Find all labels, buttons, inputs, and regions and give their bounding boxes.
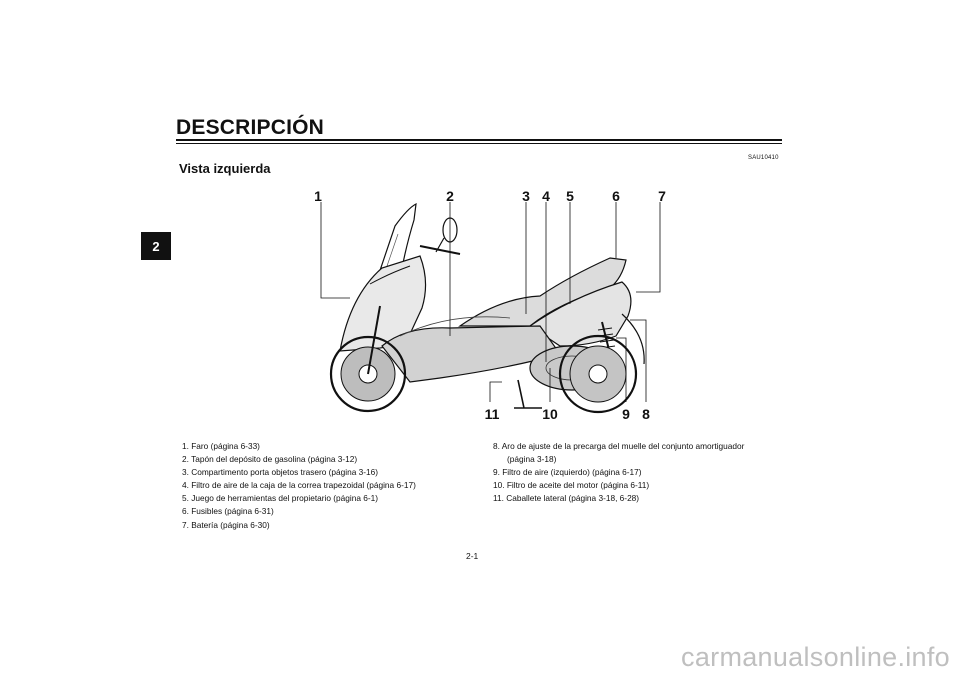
legend-item: 1. Faro (página 6-33): [182, 441, 260, 451]
legend-item: 2. Tapón del depósito de gasolina (págin…: [182, 454, 358, 465]
callout-10: 10: [542, 406, 558, 422]
legend-item: 11. Caballete lateral (página 3-18, 6-28…: [493, 493, 640, 504]
legend-item-continuation: (página 3-18): [507, 454, 557, 465]
title-rule-thin: [176, 143, 782, 144]
doc-code: SAU10410: [748, 155, 779, 161]
title-rule: [176, 139, 782, 141]
callout-3: 3: [522, 188, 530, 204]
legend-item: 5. Juego de herramientas del propietario…: [182, 493, 379, 504]
legend-item: 10. Filtro de aceite del motor (página 6…: [493, 480, 650, 491]
legend-item: 6. Fusibles (página 6-31): [182, 506, 274, 517]
callout-2: 2: [446, 188, 454, 204]
legend-item: 9. Filtro de aire (izquierdo) (página 6-…: [493, 467, 642, 478]
legend-left: 1. Faro (página 6-33) 2. Tapón del depós…: [182, 440, 416, 532]
callout-9: 9: [622, 406, 630, 422]
section-tab[interactable]: 2: [141, 232, 171, 260]
callout-1: 1: [314, 188, 322, 204]
callout-11: 11: [485, 406, 500, 422]
callout-6: 6: [612, 188, 620, 204]
legend-item: 3. Compartimento porta objetos trasero (…: [182, 467, 379, 478]
scooter-diagram: 1 2 3 4 5 6 7 11 10 9 8: [314, 188, 666, 422]
callout-5: 5: [566, 188, 574, 204]
legend-item: 7. Batería (página 6-30): [182, 519, 270, 530]
legend-right: 8. Aro de ajuste de la precarga del muel…: [493, 440, 744, 505]
section-subtitle: Vista izquierda: [179, 161, 271, 176]
callout-4: 4: [542, 188, 550, 204]
watermark[interactable]: carmanualsonline.info: [681, 642, 950, 672]
page-number: 2-1: [466, 551, 479, 561]
legend-item: 8. Aro de ajuste de la precarga del muel…: [493, 441, 745, 451]
callout-7: 7: [658, 188, 666, 204]
callout-8: 8: [642, 406, 650, 422]
legend-item: 4. Filtro de aire de la caja de la corre…: [182, 480, 416, 491]
page-title: DESCRIPCIÓN: [176, 116, 325, 139]
